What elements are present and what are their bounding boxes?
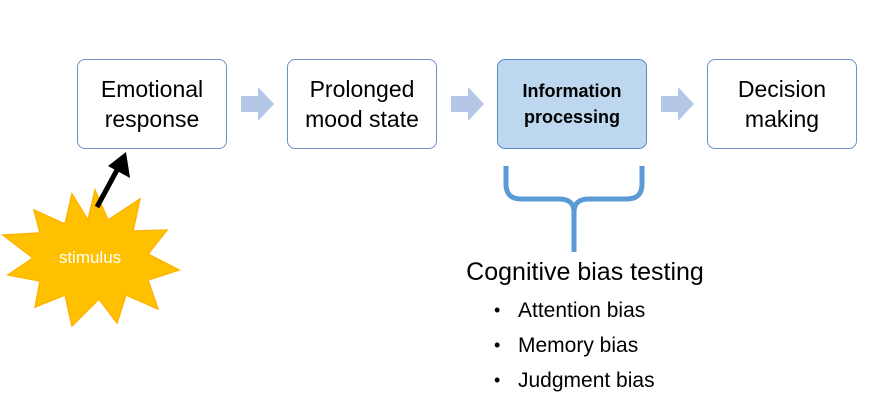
bullet-icon: • (494, 335, 501, 355)
bullet-icon: • (494, 300, 501, 320)
bias-list-item: • Memory bias (494, 328, 655, 363)
flow-arrow-3 (661, 87, 694, 121)
bullet-icon: • (494, 370, 501, 390)
step-information-processing: Information processing (497, 59, 647, 149)
bias-item-label: Memory bias (518, 334, 639, 357)
step-emotional-response: Emotional response (77, 59, 227, 149)
bias-item-label: Attention bias (518, 299, 646, 322)
stimulus-arrow (94, 168, 120, 209)
bias-testing-brace (503, 166, 645, 252)
bias-testing-title: Cognitive bias testing (466, 258, 704, 286)
stimulus-arrow-head (108, 152, 130, 178)
bias-list-item: • Attention bias (494, 293, 655, 328)
step-prolonged-mood-state: Prolonged mood state (287, 59, 437, 149)
bias-item-label: Judgment bias (518, 369, 655, 392)
stimulus-label: stimulus (58, 248, 122, 267)
bias-list: • Attention bias • Memory bias • Judgmen… (494, 293, 655, 398)
flow-arrow-1 (241, 87, 274, 121)
flow-arrow-2 (451, 87, 484, 121)
step-decision-making: Decision making (707, 59, 857, 149)
stimulus-burst-shape (0, 187, 181, 328)
bias-list-item: • Judgment bias (494, 363, 655, 398)
